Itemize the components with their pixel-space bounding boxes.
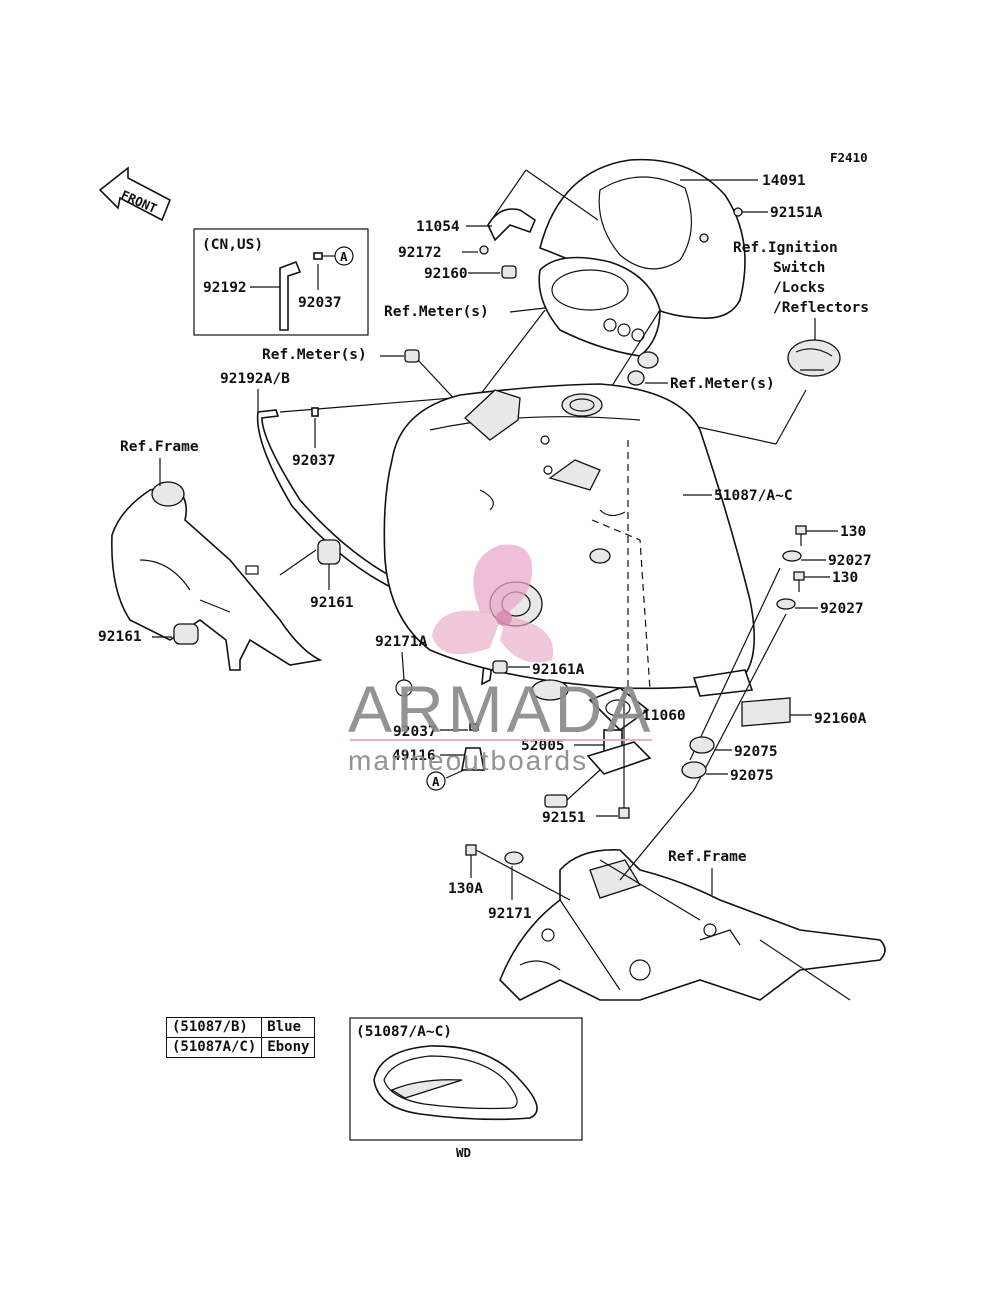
rubber-92161-right: [317, 539, 341, 565]
label-51087: 51087/A~C: [714, 488, 793, 504]
label-11054: 11054: [416, 219, 460, 235]
grommet-ref-meter-3: [627, 370, 645, 386]
screw-92151: [618, 807, 630, 819]
label-ref-meter-1: Ref.Meter(s): [384, 304, 489, 320]
table-row: (51087/B) Blue: [165, 1017, 316, 1038]
fuel-tank: [383, 383, 755, 697]
label-92151A: 92151A: [770, 205, 823, 221]
label-92075-b: 92075: [730, 768, 774, 784]
label-ref-ignition-4: /Reflectors: [773, 300, 869, 316]
armada-watermark-logo: ARMADA marineoutboards: [348, 544, 654, 776]
frame-right: [499, 849, 886, 1001]
diagram-code: F2410: [830, 150, 868, 165]
watermark-brand: ARMADA: [348, 672, 654, 746]
rubber-92161a: [492, 660, 508, 674]
pad-92160a: [741, 697, 791, 727]
label-92171A: 92171A: [375, 634, 428, 650]
clamp-92037-top: [311, 407, 319, 417]
label-92027-a: 92027: [828, 553, 872, 569]
grommet-92160: [501, 265, 517, 279]
color-code-cell: (51087A/C): [165, 1037, 263, 1058]
hose-92192: [279, 260, 302, 331]
label-92037-top: 92037: [292, 453, 336, 469]
front-arrow-icon: FRONT: [98, 166, 172, 222]
screw-92151a: [733, 207, 743, 217]
label-92161-right: 92161: [310, 595, 354, 611]
color-table: (51087/B) Blue (51087A/C) Ebony: [165, 1017, 316, 1058]
label-92151: 92151: [542, 810, 586, 826]
label-130-a: 130: [840, 524, 866, 540]
label-ref-meter-2: Ref.Meter(s): [262, 347, 367, 363]
clamp-92037-mid: [469, 723, 479, 731]
label-49116: 49116: [392, 748, 436, 764]
grommet-ref-meter: [404, 349, 420, 363]
washer-92027-b: [776, 598, 796, 610]
label-130A: 130A: [448, 881, 483, 897]
label-ref-frame-right: Ref.Frame: [668, 849, 747, 865]
ignition-cap: [787, 339, 841, 377]
label-92161A: 92161A: [532, 662, 585, 678]
label-92160: 92160: [424, 266, 468, 282]
label-92192AB: 92192A/B: [220, 371, 290, 387]
label-130-b: 130: [832, 570, 858, 586]
bolt-130a: [465, 844, 477, 856]
inset-cn-us: (CN,US) A 92192 92037: [193, 228, 369, 336]
color-name-cell: Ebony: [261, 1037, 316, 1058]
rubber-92161-left: [173, 623, 199, 645]
inset-part-92192: 92192: [203, 280, 247, 296]
label-92027-b: 92027: [820, 601, 864, 617]
fuel-pump-52005: [531, 679, 652, 808]
label-92161-left: 92161: [98, 629, 142, 645]
label-ref-ignition-2: Switch: [773, 260, 825, 276]
label-ref-ignition-1: Ref.Ignition: [733, 240, 838, 256]
bolt-130-b: [793, 571, 805, 592]
label-11060: 11060: [642, 708, 686, 724]
variant-caption: WD: [456, 1145, 471, 1160]
filter-49116: [461, 747, 485, 771]
variant-header: (51087/A~C): [356, 1024, 452, 1040]
inset-part-92037: 92037: [298, 295, 342, 311]
bolt-130-a: [795, 525, 807, 546]
inset-connector: A: [340, 249, 348, 264]
label-ref-ignition-3: /Locks: [773, 280, 825, 296]
variant-box: (51087/A~C) WD: [349, 1017, 583, 1160]
label-52005: 52005: [521, 738, 565, 754]
watermark-tagline: marineoutboards: [348, 745, 588, 776]
screw-92172: [479, 245, 489, 255]
inset-header: (CN,US): [202, 237, 263, 253]
label-ref-frame-left: Ref.Frame: [120, 439, 199, 455]
grommet-92075-a: [689, 736, 715, 754]
meter-unit: [538, 256, 661, 369]
label-92075-a: 92075: [734, 744, 778, 760]
label-ref-meter-3: Ref.Meter(s): [670, 376, 775, 392]
color-name-cell: Blue: [261, 1017, 316, 1038]
bracket-11054: [487, 208, 536, 242]
label-92172: 92172: [398, 245, 442, 261]
washer-92027-a: [782, 550, 802, 562]
table-row: (51087A/C) Ebony: [165, 1037, 316, 1058]
clip-92171a: [395, 679, 413, 697]
connector-a-icon-main: [426, 771, 446, 791]
label-92160A: 92160A: [814, 711, 867, 727]
tank-emblem-icon: [390, 1079, 463, 1099]
grommet-92075-b: [681, 761, 707, 779]
label-92037-mid: 92037: [393, 724, 437, 740]
connector-a-label: A: [432, 774, 440, 789]
color-code-cell: (51087/B): [165, 1017, 263, 1038]
clip-92171: [504, 851, 524, 865]
label-14091: 14091: [762, 173, 806, 189]
label-92171: 92171: [488, 906, 532, 922]
frame-left: [111, 481, 323, 671]
